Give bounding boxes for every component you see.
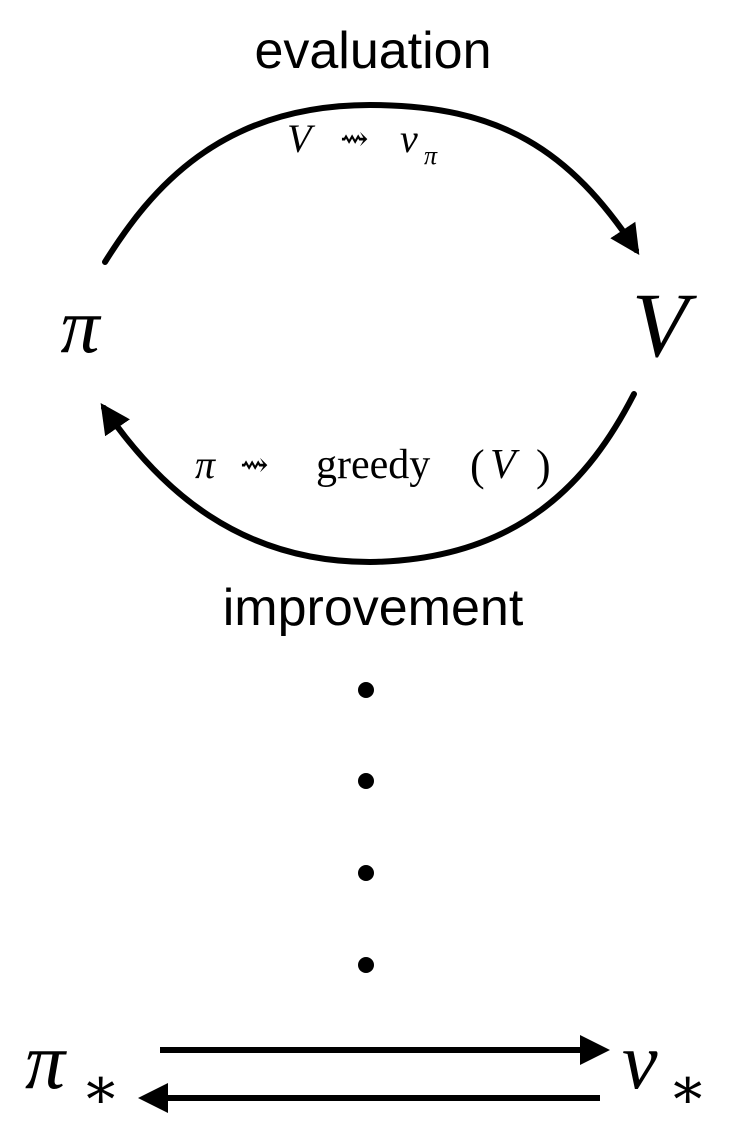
policy-node: π	[60, 282, 101, 369]
dot	[358, 773, 374, 789]
eval-rule-arrow: ⇝	[340, 121, 369, 158]
improvement-label: improvement	[223, 579, 524, 637]
optimal-value-sub: ∗	[668, 1056, 707, 1121]
improve-rule-left: π	[195, 442, 216, 487]
improve-rule-func: greedy	[316, 442, 430, 488]
improve-rule-close-paren: )	[536, 441, 551, 490]
evaluation-rule: V ⇝ v π	[287, 116, 438, 170]
evaluation-arrow	[102, 101, 640, 265]
value-node: V	[632, 274, 698, 376]
improve-rule-open-paren: (	[470, 441, 485, 490]
evaluation-label: evaluation	[254, 22, 491, 80]
ellipsis-dots	[358, 682, 374, 973]
improvement-rule: π ⇝ greedy ( V )	[195, 441, 551, 490]
dot	[358, 682, 374, 698]
optimal-policy-sub: ∗	[81, 1056, 120, 1121]
improve-rule-arg: V	[490, 442, 520, 488]
dot	[358, 957, 374, 973]
improvement-arrow	[100, 391, 637, 566]
dot	[358, 865, 374, 881]
eval-rule-left: V	[287, 116, 316, 161]
optimal-value-base: v	[622, 1018, 658, 1106]
eval-rule-right-base: v	[400, 116, 418, 161]
improve-rule-arrow: ⇝	[240, 447, 269, 484]
optimal-policy: π ∗	[25, 1018, 120, 1121]
optimal-value: v ∗	[622, 1018, 707, 1121]
eval-rule-right-sub: π	[424, 141, 438, 170]
optimal-policy-base: π	[25, 1018, 67, 1106]
